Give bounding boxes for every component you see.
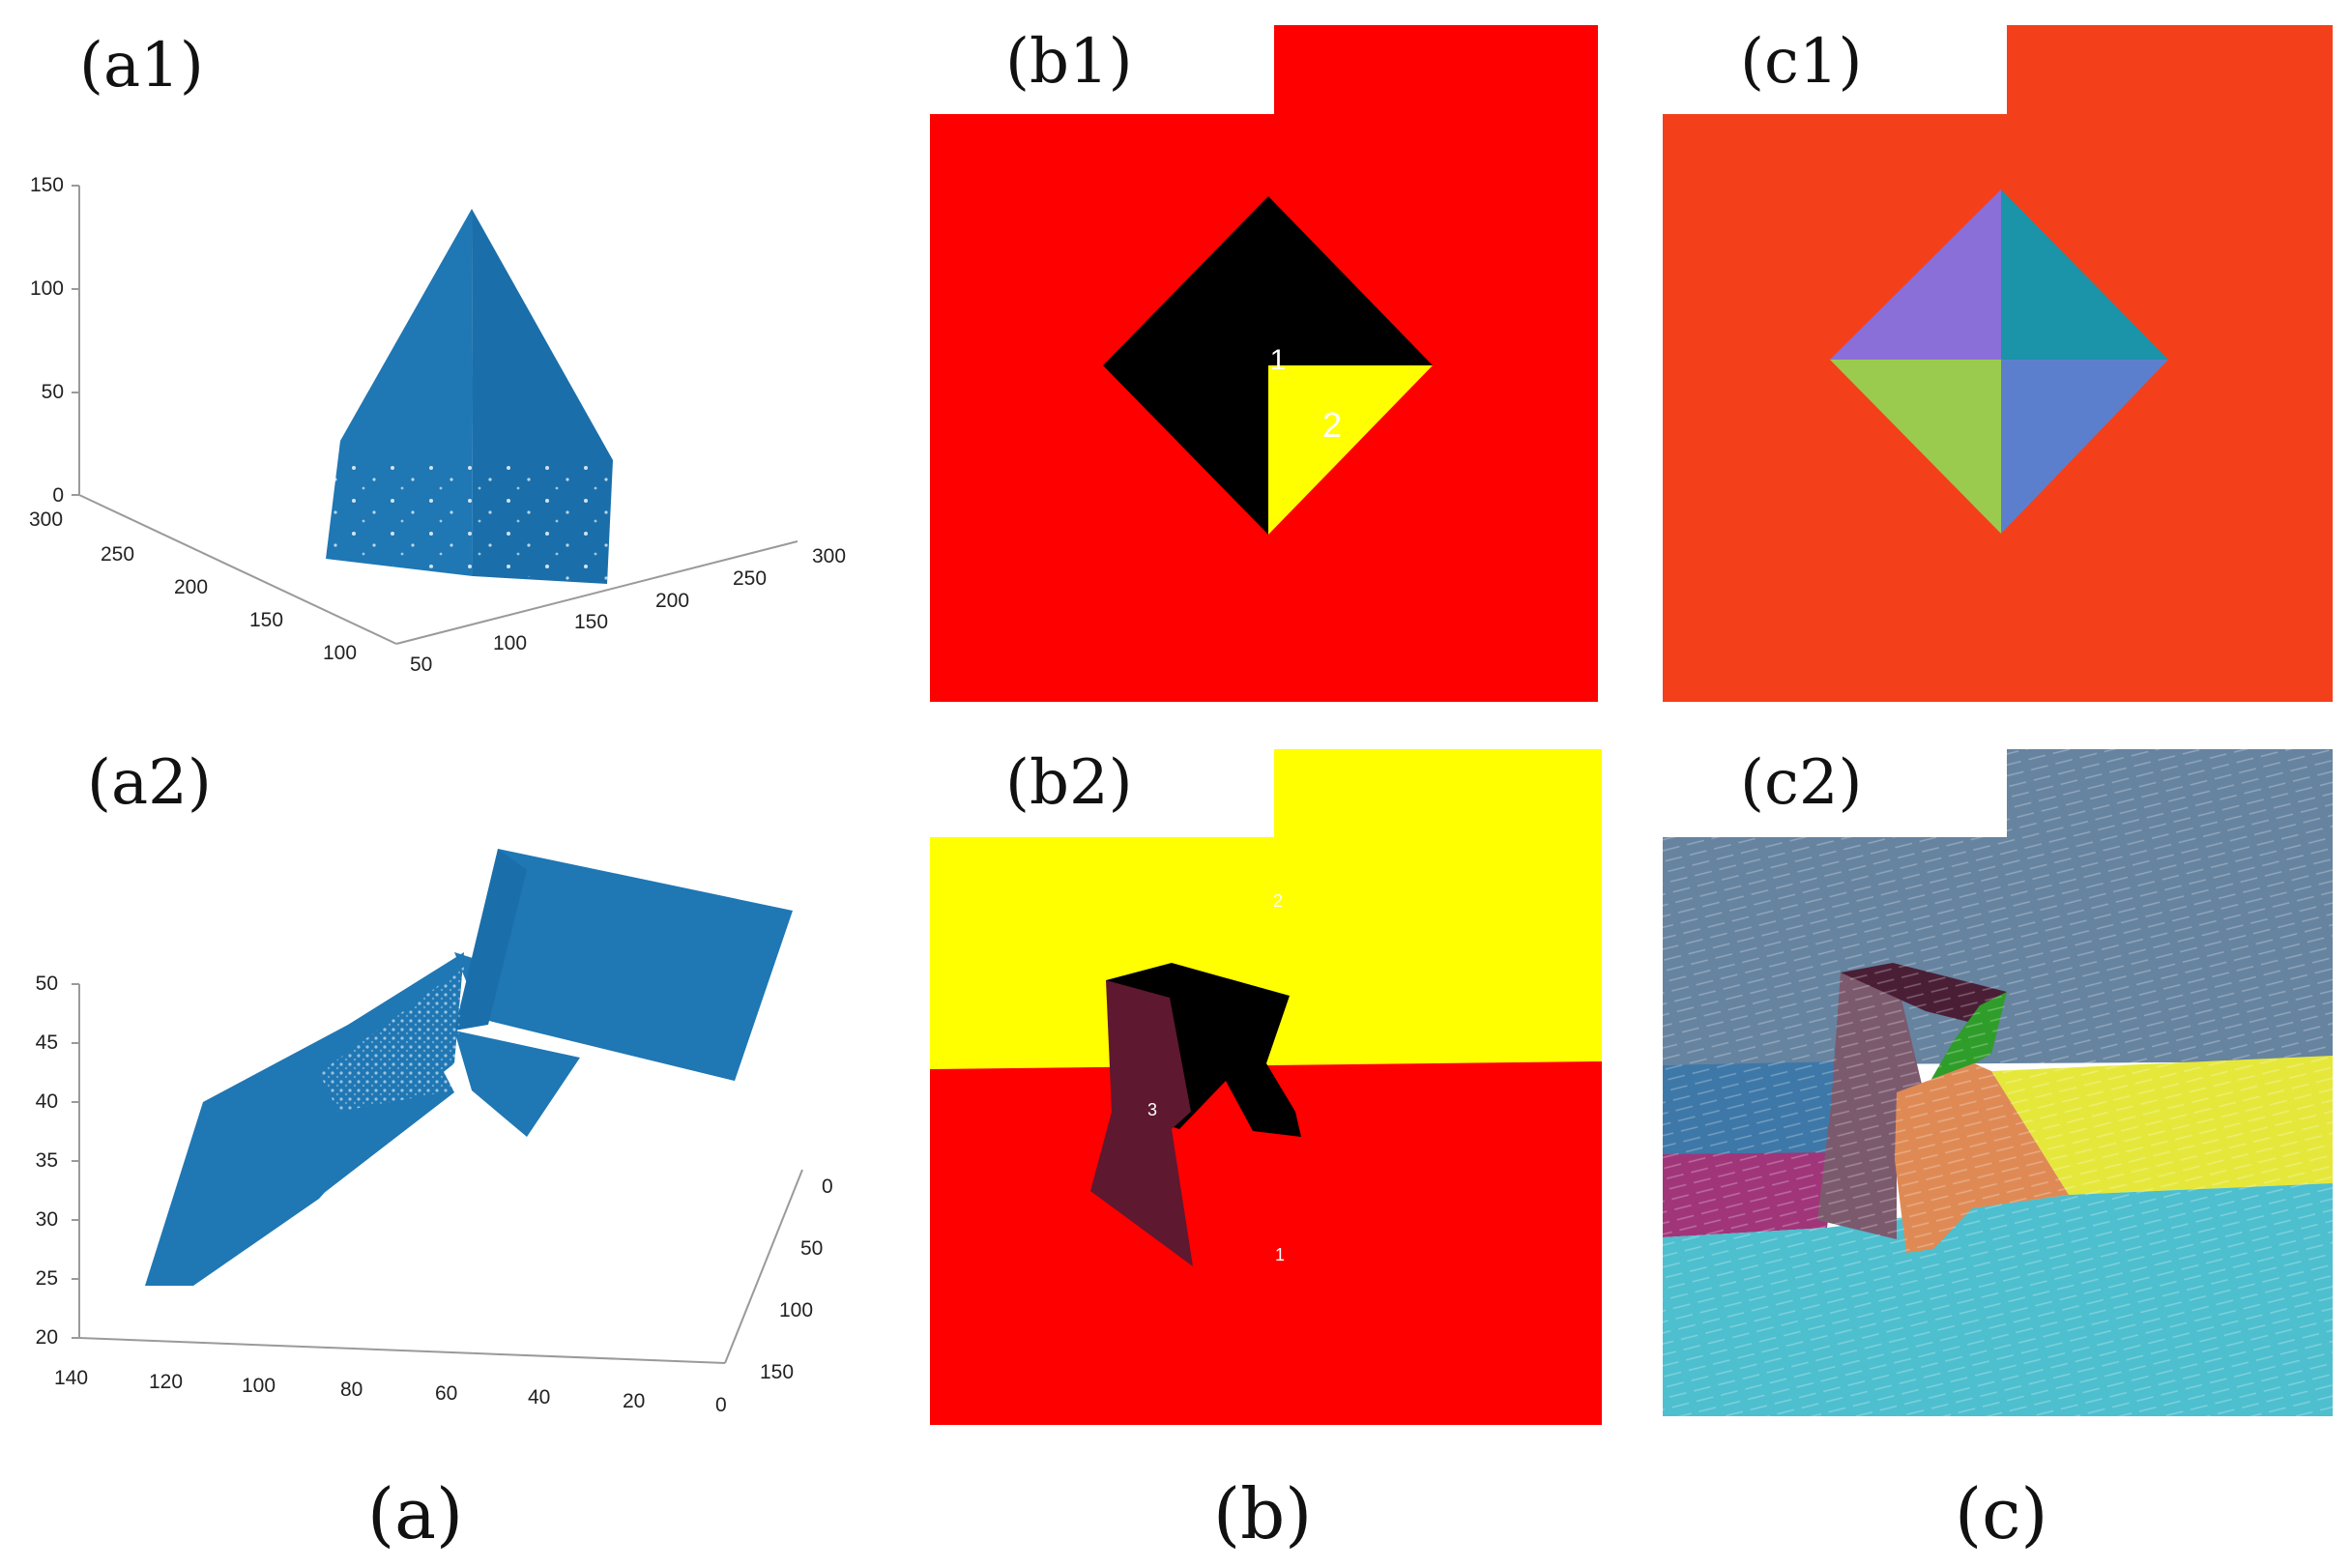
a2-z-tick: 35 <box>36 1149 58 1172</box>
a1-right-tick: 300 <box>812 545 846 567</box>
a1-z-tick: 0 <box>52 484 64 507</box>
a1-right-tick: 50 <box>410 653 432 676</box>
c1-green-facet <box>1830 360 2001 534</box>
b1-region-mark: 2 <box>1322 405 1342 445</box>
a2-x-tick-labels: 140 120 100 80 60 40 20 0 <box>54 1367 727 1416</box>
panel-label-b2: (b2) <box>1005 747 1133 819</box>
column-caption-b: (b) <box>1213 1473 1313 1554</box>
a2-z-tick: 20 <box>36 1326 58 1349</box>
a1-pyramid-base <box>326 460 613 584</box>
b2-segmentation-image: 3 2 1 <box>930 749 1602 1425</box>
a2-x-tick: 40 <box>528 1386 550 1408</box>
c1-purple-facet <box>1830 189 2001 360</box>
panel-label-a1: (a1) <box>79 30 204 102</box>
a2-scene-points <box>145 849 793 1286</box>
panel-label-c1: (c1) <box>1740 26 1863 98</box>
a1-right-tick: 250 <box>733 567 767 590</box>
column-caption-a: (a) <box>367 1473 464 1554</box>
a2-z-tick: 45 <box>36 1031 58 1054</box>
a2-z-tick: 30 <box>36 1208 58 1231</box>
a1-z-tick: 100 <box>30 277 64 300</box>
a2-ramp-wall <box>454 849 527 1031</box>
c2-sensor-noise-overlay <box>1663 749 2333 1416</box>
a2-x-tick: 80 <box>340 1379 363 1401</box>
a1-left-tick-labels: 300 250 200 150 100 <box>29 508 357 664</box>
b2-box-maroon <box>1090 980 1193 1266</box>
c2-label-cutout <box>1663 749 2007 837</box>
a1-z-tick-labels: 0 50 100 150 <box>30 174 64 507</box>
b2-region-mark: 1 <box>1275 1245 1285 1264</box>
a1-left-tick: 300 <box>29 508 63 531</box>
a2-y-tick-labels: 0 50 100 150 <box>760 1176 833 1383</box>
a2-z-tick: 25 <box>36 1267 58 1290</box>
a1-left-tick: 100 <box>323 642 357 664</box>
a2-z-tick: 50 <box>36 973 58 995</box>
a2-x-tick: 0 <box>715 1394 727 1416</box>
a2-y-tick: 0 <box>822 1176 833 1198</box>
column-caption-c: (c) <box>1955 1473 2048 1554</box>
a2-ramp-specks <box>319 967 464 1112</box>
a1-point-cloud-plot: 0 50 100 150 300 250 200 150 100 50 100 … <box>29 174 846 676</box>
a1-axes <box>72 185 798 645</box>
a2-mid-plane <box>454 952 735 1081</box>
a2-axes <box>72 983 803 1364</box>
panel-label-a2: (a2) <box>87 747 212 819</box>
a2-x-tick: 140 <box>54 1367 88 1389</box>
a2-x-tick: 60 <box>435 1382 457 1405</box>
a1-right-tick: 100 <box>493 632 527 654</box>
a1-right-tick: 200 <box>655 590 689 612</box>
a2-x-tick: 120 <box>149 1371 183 1393</box>
b2-floor-region <box>930 1061 1602 1425</box>
a2-y-tick: 100 <box>779 1299 813 1321</box>
panel-label-c2: (c2) <box>1740 747 1863 819</box>
a2-point-cloud-plot: 20 25 30 35 40 45 50 140 120 100 80 60 4… <box>36 849 833 1416</box>
c1-teal-facet <box>2001 189 2168 360</box>
a1-right-tick-labels: 50 100 150 200 250 300 <box>410 545 846 676</box>
a2-z-tick: 40 <box>36 1090 58 1113</box>
a2-hanging-part <box>454 1031 580 1137</box>
c1-blue-facet <box>2001 360 2168 534</box>
b1-region-mark: 1 <box>1270 344 1287 376</box>
c1-segmentation-image <box>1663 25 2333 702</box>
a2-y-tick: 50 <box>800 1237 823 1260</box>
a1-right-tick: 150 <box>574 611 608 633</box>
b1-segmentation-image: 1 2 <box>930 25 1598 702</box>
b2-region-mark: 2 <box>1273 891 1283 911</box>
b2-wall-region <box>930 749 1602 1069</box>
a1-left-tick: 200 <box>174 576 208 598</box>
a2-x-tick: 20 <box>623 1390 645 1412</box>
b2-region-mark: 3 <box>1147 1100 1157 1119</box>
b1-yellow-region <box>1268 365 1433 535</box>
a1-left-tick: 250 <box>101 543 134 566</box>
panel-label-b1: (b1) <box>1005 26 1133 98</box>
c2-segmentation-image <box>1663 749 2333 1416</box>
a2-x-tick: 100 <box>242 1375 276 1397</box>
a2-y-tick: 150 <box>760 1361 794 1383</box>
a1-left-tick: 150 <box>249 609 283 631</box>
a1-z-tick: 150 <box>30 174 64 196</box>
a1-z-tick: 50 <box>42 381 64 403</box>
a1-pyramid-points <box>326 209 613 584</box>
a2-z-tick-labels: 20 25 30 35 40 45 50 <box>36 973 58 1349</box>
b1-black-region <box>1103 196 1433 535</box>
